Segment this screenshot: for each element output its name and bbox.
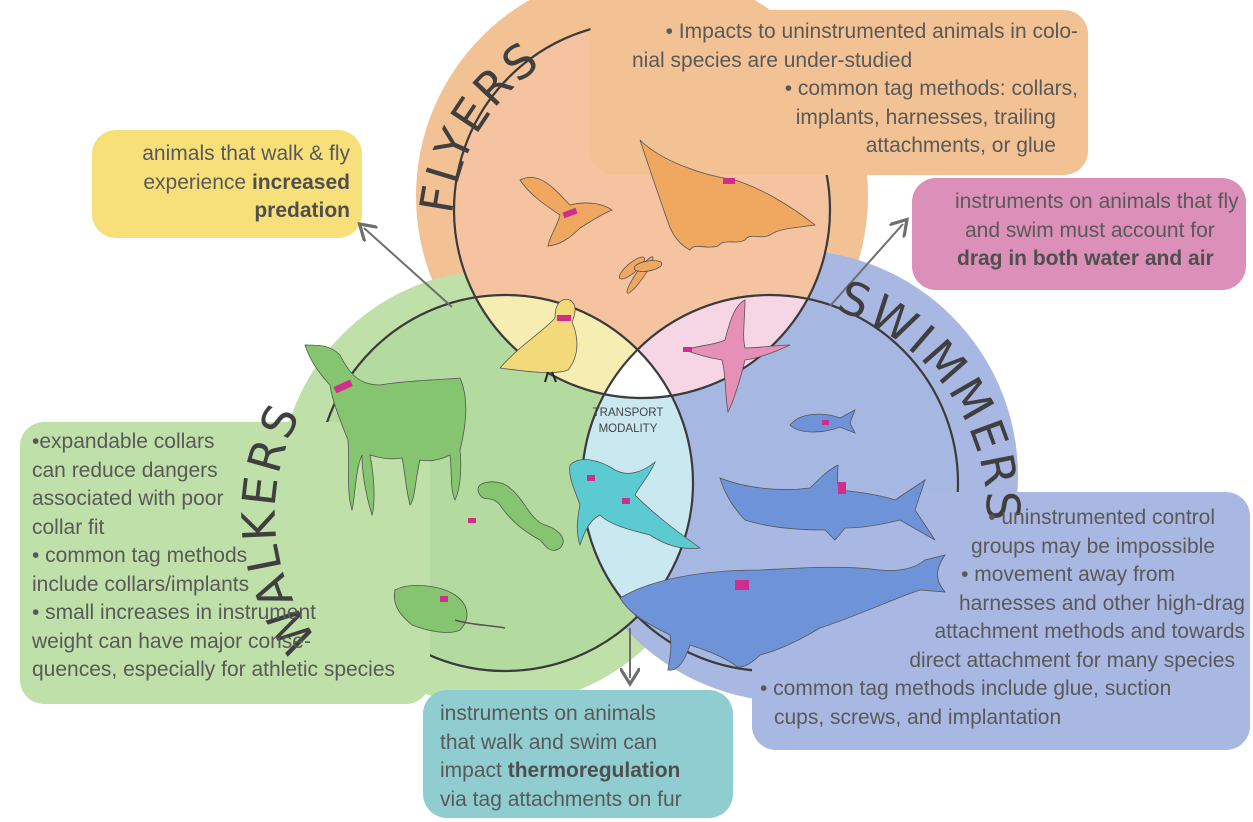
fly-swim-note-line: and swim must account for bbox=[925, 217, 1240, 246]
walk-swim-note-line: impact thermoregulation bbox=[440, 757, 730, 786]
fly-swim-note-line: instruments on animals that fly bbox=[925, 188, 1240, 217]
walkers-note-line: include collars/implants bbox=[32, 571, 427, 600]
walkers-note-line: quences, especially for athletic species bbox=[32, 656, 427, 685]
flyers-note-line: • Impacts to uninstrumented animals in c… bbox=[600, 18, 1078, 47]
walk-swim-emphasis: thermoregulation bbox=[508, 759, 681, 782]
swimmers-note-line: cups, screws, and implantation bbox=[760, 704, 1245, 733]
center-label-line1: TRANSPORT bbox=[593, 407, 664, 419]
swimmers-note: • uninstrumented control groups may be i… bbox=[760, 504, 1245, 732]
fly-swim-note: instruments on animals that fly and swim… bbox=[925, 188, 1240, 274]
walk-swim-note-line: via tag attachments on fur bbox=[440, 786, 730, 815]
swimmers-note-line: direct attachment for many species bbox=[760, 647, 1245, 676]
center-label-line2: MODALITY bbox=[599, 423, 658, 435]
walkers-note-line: • common tag methods bbox=[32, 542, 427, 571]
walkers-note-line: can reduce dangers bbox=[32, 457, 427, 486]
walkers-note-line: collar fit bbox=[32, 514, 427, 543]
walkers-note-line: •expandable collars bbox=[32, 428, 427, 457]
flyers-note: • Impacts to uninstrumented animals in c… bbox=[600, 18, 1078, 161]
walk-fly-text: experience bbox=[143, 171, 246, 194]
walk-swim-text: impact bbox=[440, 759, 502, 782]
swimmers-note-line: attachment methods and towards bbox=[760, 618, 1245, 647]
walk-fly-note: animals that walk & fly experience incre… bbox=[100, 140, 350, 226]
swimmers-note-line: • uninstrumented control bbox=[760, 504, 1245, 533]
flyers-note-line: • common tag methods: collars, bbox=[600, 75, 1078, 104]
walkers-note-line: weight can have major conse- bbox=[32, 628, 427, 657]
flyers-note-line: implants, harnesses, trailing bbox=[600, 104, 1078, 133]
swimmers-note-line: groups may be impossible bbox=[760, 533, 1245, 562]
flyers-note-line: nial species are under-studied bbox=[600, 47, 1078, 76]
walk-fly-emphasis: predation bbox=[254, 199, 350, 222]
walkers-note-line: • small increases in instrument bbox=[32, 599, 427, 628]
walkers-note: •expandable collars can reduce dangers a… bbox=[32, 428, 427, 685]
walk-swim-note-line: instruments on animals bbox=[440, 700, 730, 729]
walk-fly-emphasis: increased bbox=[252, 171, 350, 194]
walk-swim-note: instruments on animals that walk and swi… bbox=[440, 700, 730, 814]
swimmers-note-line: • movement away from bbox=[760, 561, 1245, 590]
walk-fly-note-line: predation bbox=[100, 197, 350, 226]
fly-swim-emphasis: drag in both water and air bbox=[957, 247, 1214, 270]
walk-fly-note-line: experience increased bbox=[100, 169, 350, 198]
flyers-note-line: attachments, or glue bbox=[600, 132, 1078, 161]
walk-fly-note-line: animals that walk & fly bbox=[100, 140, 350, 169]
swimmers-note-line: • common tag methods include glue, sucti… bbox=[760, 675, 1245, 704]
walk-swim-note-line: that walk and swim can bbox=[440, 729, 730, 758]
walkers-note-line: associated with poor bbox=[32, 485, 427, 514]
swimmers-note-line: harnesses and other high-drag bbox=[760, 590, 1245, 619]
fly-swim-note-line: drag in both water and air bbox=[925, 245, 1240, 274]
